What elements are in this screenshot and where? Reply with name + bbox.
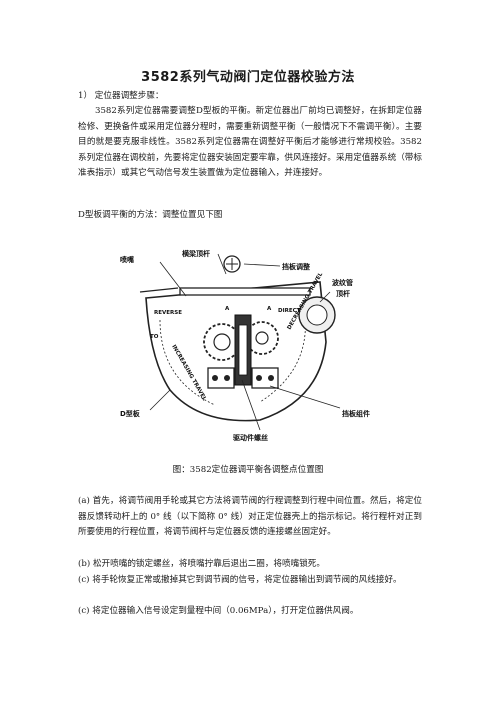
dial-left-arc: INCREASING TRAVEL: [170, 344, 207, 402]
step-b: (b) 松开喷嘴的锁定螺丝，将喷嘴拧靠后退出二圈，将喷嘴锁死。: [78, 559, 325, 569]
positioner-diagram: 横梁顶杆 喷嘴 挡板调整 波纹管 顶杆 挡板组件 D型板 驱动件螺丝 REVER…: [120, 249, 370, 442]
nozzle-stem: [139, 287, 179, 293]
dial-to: TO: [150, 334, 159, 340]
label-d-plate: D型板: [120, 409, 141, 418]
dial-direct: DIRECT: [278, 308, 301, 314]
label-flapper-assembly: 挡板组件: [342, 409, 370, 418]
figure-caption: 图：3582定位器调平衡各调整点位置图: [172, 465, 324, 475]
method-paragraph: D型板调平衡的方法：调整位置见下图: [78, 210, 223, 220]
step-c: (c) 将手轮恢复正常或撤掉其它到调节阀的信号，将定位器输出到调节阀的风线接好。: [78, 575, 402, 585]
dial-reverse: REVERSE: [154, 310, 182, 316]
label-nozzle: 喷嘴: [120, 255, 134, 264]
d-plate-outline: [145, 281, 327, 422]
dial-a-left: A: [225, 306, 230, 312]
label-beam-rod: 横梁顶杆: [182, 249, 210, 258]
flapper-block-right: [251, 367, 279, 389]
label-bellows: 波纹管: [332, 278, 353, 287]
intro-paragraph: 3582系列定位器需要调整D型板的平衡。新定位器出厂前均已调整好，在拆卸定位器检…: [78, 106, 422, 179]
step-a: (a) 首先，将调节阀用手轮或其它方法将调节阀的行程调整到行程中间位置。然后，将…: [78, 496, 422, 538]
label-flapper-adjust: 挡板调整: [282, 262, 310, 271]
step-d: (c) 将定位器输入信号设定到量程中间（0.06MPa），打开定位器供风阀。: [78, 606, 359, 616]
document-title: 3582系列气动阀门定位器校验方法: [141, 70, 355, 85]
left-scale-arc: [159, 319, 216, 406]
beam-bar: [179, 287, 311, 296]
label-bellows-rod: 顶杆: [336, 289, 350, 298]
label-actuator-screw: 驱动件螺丝: [233, 433, 268, 442]
section-heading: 1） 定位器调整步骤：: [78, 91, 164, 101]
flapper-block-left: [207, 367, 235, 389]
dial-a-right: A: [267, 306, 272, 312]
